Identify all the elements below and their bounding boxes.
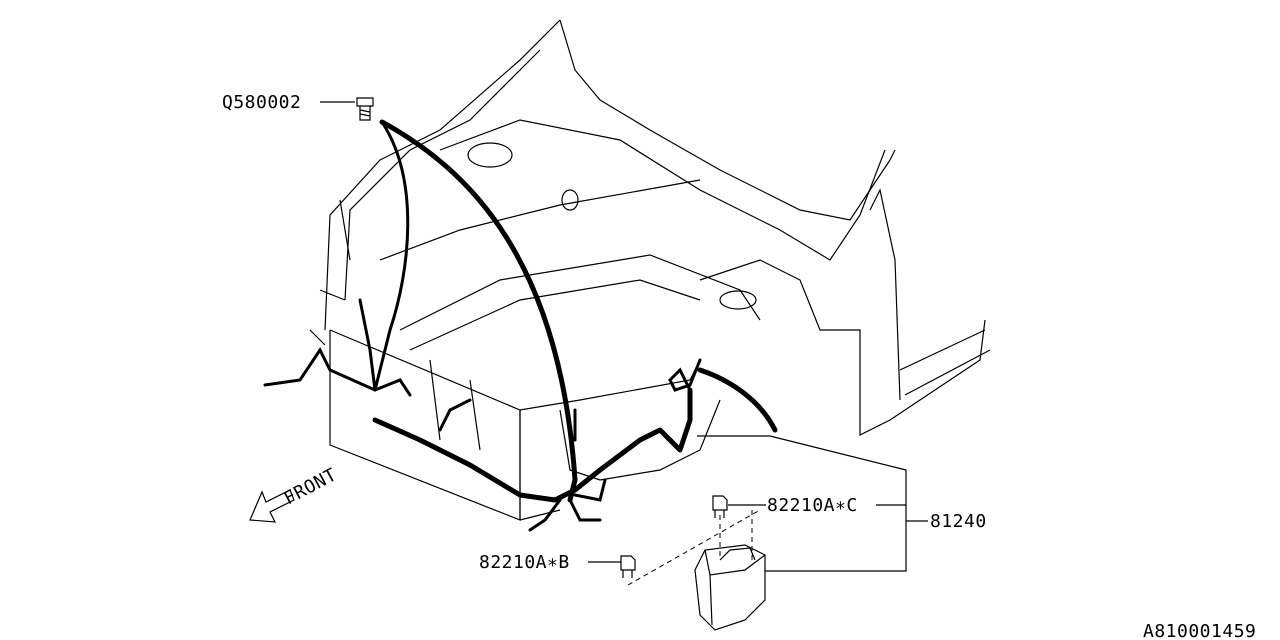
callout-bolt: Q580002 [222,92,301,113]
fuse-b-icon [620,555,636,578]
drawing-id: A810001459 [1143,621,1256,640]
callout-fuse-c: 82210A∗C [767,495,858,516]
callout-harness: 81240 [930,511,987,532]
vehicle-body-frame [309,19,991,521]
leader-lines [320,101,928,572]
bolt-icon [356,97,374,121]
front-direction-label: FRONT [280,464,340,509]
callout-fuse-b: 82210A∗B [479,552,570,573]
fuse-box-icon [627,509,766,631]
wiring-harness [263,119,778,532]
fuse-c-icon [712,495,728,518]
front-arrow-icon [249,489,295,523]
